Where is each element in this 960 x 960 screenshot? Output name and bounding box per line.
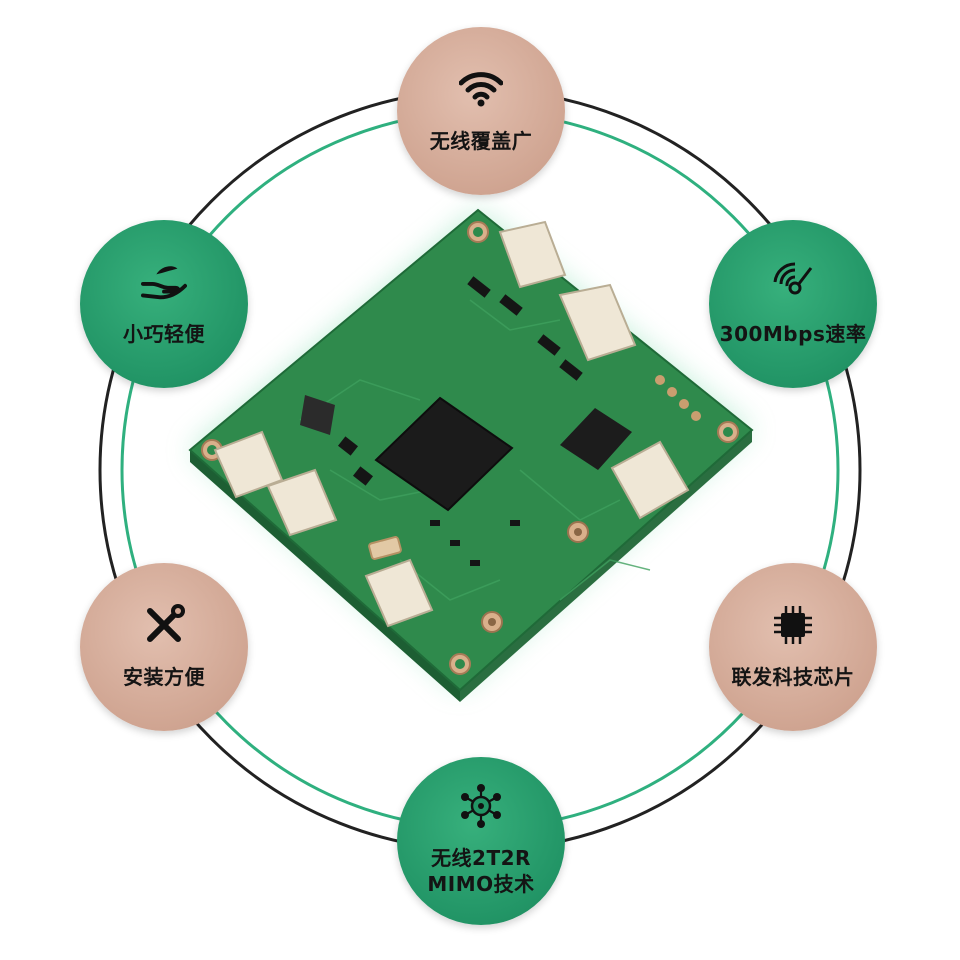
feature-label-line2: MIMO技术 — [427, 872, 535, 896]
feature-label: 300Mbps速率 — [719, 322, 867, 346]
hand-leaf-icon — [141, 259, 187, 305]
feature-mimo: 无线2T2R MIMO技术 — [397, 757, 565, 925]
feature-wifi-coverage: 无线覆盖广 — [397, 27, 565, 195]
main-chip — [374, 396, 514, 512]
feature-label: 小巧轻便 — [123, 322, 205, 346]
feature-label: 联发科技芯片 — [731, 665, 855, 689]
tools-icon — [141, 602, 187, 648]
feature-install: 安装方便 — [80, 563, 248, 731]
feature-compact: 小巧轻便 — [80, 220, 248, 388]
feature-label: 无线覆盖广 — [429, 129, 533, 153]
feature-label-line1: 无线2T2R — [431, 846, 531, 870]
network-icon — [458, 783, 504, 829]
feature-label: 安装方便 — [123, 665, 205, 689]
wifi-icon — [458, 66, 504, 112]
chip-icon — [770, 602, 816, 648]
feature-speed: 300Mbps速率 — [709, 220, 877, 388]
feature-chip: 联发科技芯片 — [709, 563, 877, 731]
wifi-gauge-icon — [770, 259, 816, 305]
